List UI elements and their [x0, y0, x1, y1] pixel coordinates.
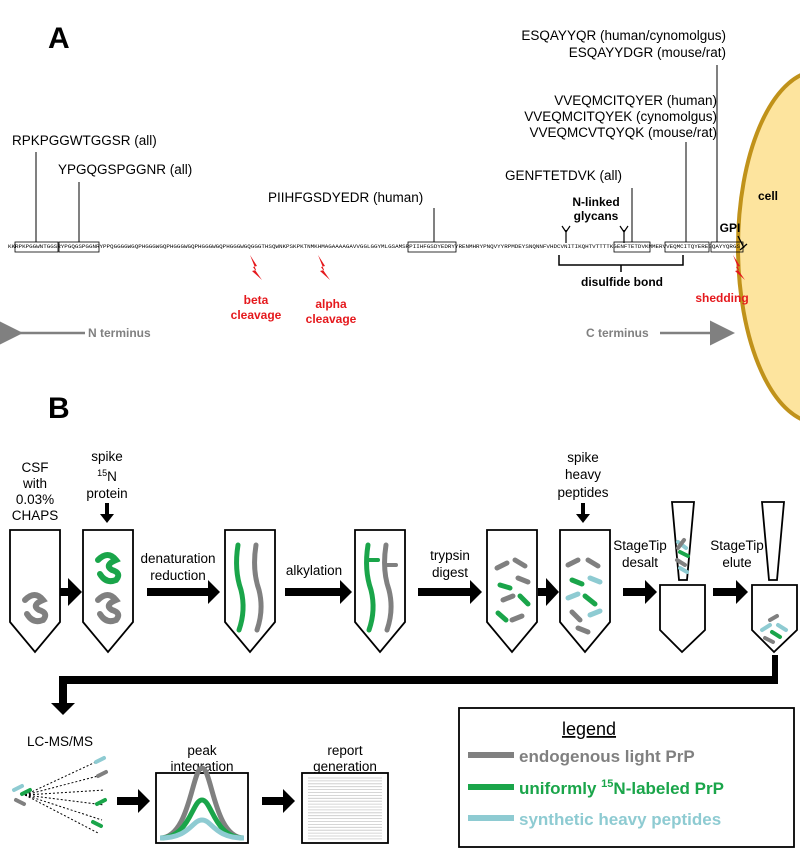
cell-body	[736, 73, 800, 421]
arrow-1	[60, 578, 82, 606]
shedding-label: shedding	[695, 291, 748, 305]
report-label-2: generation	[313, 759, 377, 774]
legend-item-1: endogenous light PrP	[519, 747, 695, 766]
peak-gray	[159, 765, 245, 841]
tube-4	[354, 529, 406, 654]
csf-text-2: with	[22, 476, 47, 491]
peptide-label-1: RPKPGGWTGGSR (all)	[12, 133, 157, 148]
process-arrows	[51, 578, 778, 813]
stagetip-elute-text-1: StageTip	[710, 538, 764, 553]
peptide-box-3	[407, 241, 457, 253]
arrow-2	[147, 580, 220, 604]
denat-text-2: reduction	[150, 568, 206, 583]
alpha-bolt	[318, 255, 330, 280]
spike-heavy-text-2: heavy	[565, 467, 601, 482]
peptide-label-5b: VVEQMCITQYEK (cynomolgus)	[524, 109, 717, 124]
return-connector	[51, 655, 778, 715]
arrow-peak-to-report	[262, 789, 295, 813]
report-lines	[308, 777, 382, 840]
legend-title: legend	[562, 719, 616, 739]
arrow-3	[285, 580, 352, 604]
peak-cyan	[159, 817, 245, 841]
spike-heavy-text-3: peptides	[557, 485, 608, 500]
alpha-label-2: cleavage	[306, 312, 357, 326]
tube-3	[224, 529, 276, 654]
arrow-6	[623, 580, 657, 604]
lcms-label: LC-MS/MS	[27, 734, 93, 749]
denat-text-1: denaturation	[140, 551, 215, 566]
csf-text-3: 0.03%	[16, 492, 54, 507]
stagetip-tip-2	[761, 501, 785, 581]
peak-label-1: peak	[187, 743, 217, 758]
cleavage-bolts	[250, 255, 745, 280]
spike-protein-text-1: spike	[91, 449, 123, 464]
peptide-label-3: PIIHFGSDYEDR (human)	[268, 190, 423, 205]
shedding-bolt	[733, 255, 745, 280]
peptide-label-6a: ESQAYYQR (human/cynomolgus)	[521, 28, 726, 43]
panel-a-label: A	[48, 22, 70, 55]
peptide-leaders	[35, 65, 718, 242]
beta-label-2: cleavage	[231, 308, 282, 322]
tube-contents	[22, 538, 788, 644]
alkylation-text: alkylation	[286, 563, 342, 578]
tube-7	[659, 584, 706, 654]
c-terminus-label: C terminus	[586, 326, 649, 340]
peak-curves	[159, 765, 245, 841]
arrow-5	[538, 578, 559, 606]
report-label-1: report	[327, 743, 363, 758]
peptide-box-5	[664, 241, 710, 253]
trypsin-text-2: digest	[432, 565, 468, 580]
report-box	[301, 772, 389, 844]
tube-5	[486, 529, 538, 654]
peak-green	[159, 797, 245, 841]
peptide-label-6b: ESQAYYDGR (mouse/rat)	[569, 45, 726, 60]
stagetip-desalt-text-2: desalt	[622, 555, 658, 570]
gpi-anchor	[737, 235, 748, 251]
tube-6	[559, 529, 611, 654]
alpha-label-1: alpha	[315, 297, 347, 311]
panel-b-label: B	[48, 392, 70, 425]
protein-sequence: KKRPKPGGWNTGGSRYPGQGSPGGNRYPPQGGGGWGQPHG…	[8, 243, 741, 250]
legend-item-3: synthetic heavy peptides	[519, 810, 721, 829]
tube-1	[9, 529, 61, 654]
arrow-7	[713, 580, 748, 604]
tube-2	[82, 529, 134, 654]
peptide-label-4: GENFTETDVK (all)	[505, 168, 622, 183]
csf-text-1: CSF	[22, 460, 49, 475]
csf-text-4: CHAPS	[12, 508, 59, 523]
glycan-forks	[561, 225, 629, 243]
glycans-label-1: N-linked	[572, 195, 619, 209]
lcms-spray	[24, 759, 105, 834]
stagetip-desalt-text-1: StageTip	[613, 538, 667, 553]
arrow-lcms-to-peak	[117, 789, 150, 813]
peptide-label-5c: VVEQMCVTQYQK (mouse/rat)	[529, 125, 717, 140]
spike-protein-text-3: protein	[86, 486, 127, 501]
spike-protein-text-2: 15N	[97, 468, 117, 484]
peptide-label-2: YPGQGSPGGNR (all)	[58, 162, 192, 177]
peptide-label-5a: VVEQMCITQYER (human)	[554, 93, 717, 108]
disulfide-label: disulfide bond	[581, 275, 663, 289]
legend-box	[458, 707, 795, 848]
trypsin-text-1: trypsin	[430, 548, 470, 563]
spike-arrows	[100, 503, 590, 523]
cell-label: cell	[758, 189, 778, 203]
glycans-label-2: glycans	[574, 209, 619, 223]
n-terminus-label: N terminus	[88, 326, 151, 340]
tubes	[9, 501, 798, 654]
gpi-label: GPI	[720, 221, 741, 235]
legend-item-2: uniformly 15N-labeled PrP	[519, 778, 724, 798]
beta-bolt	[250, 255, 262, 280]
stagetip-elute-text-2: elute	[722, 555, 751, 570]
lcms-particles	[12, 756, 108, 828]
spike-heavy-text-1: spike	[567, 450, 599, 465]
beta-label-1: beta	[244, 293, 269, 307]
arrow-4	[418, 580, 482, 604]
disulfide-bracket	[558, 255, 684, 272]
